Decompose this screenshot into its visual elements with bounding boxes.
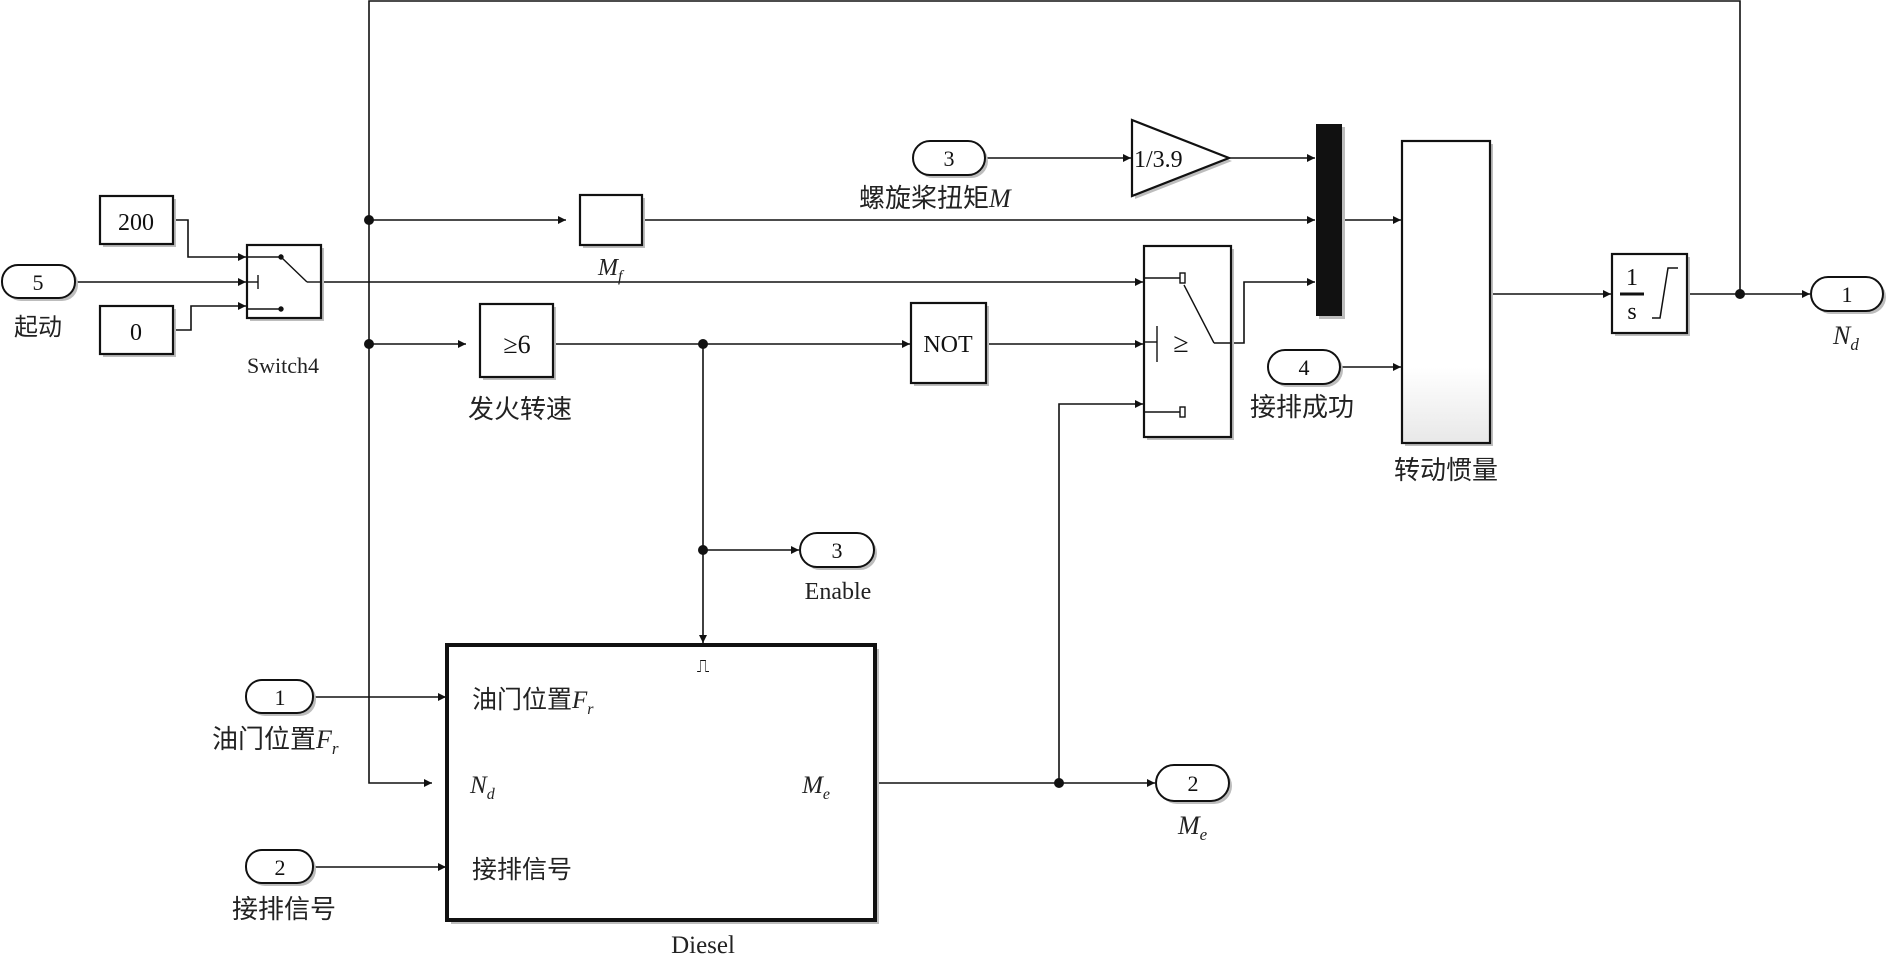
junction-dot: [364, 339, 374, 349]
mux-block[interactable]: [1316, 124, 1345, 319]
compare-label: 发火转速: [468, 395, 572, 424]
gain-block[interactable]: 1/3.9: [1130, 118, 1233, 199]
mf-block[interactable]: [578, 193, 645, 248]
diesel-subsystem[interactable]: ⎍ 油门位置Fr Nd 接排信号 Me: [445, 643, 879, 924]
switch-icon: [1144, 272, 1231, 418]
wire-midswitch-to-mux: [1231, 278, 1315, 344]
threshold-symbol: ≥: [1173, 328, 1188, 359]
diesel-output-torque: Me: [801, 772, 830, 803]
constant-block-0[interactable]: 0: [98, 304, 176, 357]
junction-dot: [698, 339, 708, 349]
outport-1[interactable]: 1: [1810, 276, 1886, 314]
inport-3-propeller-torque[interactable]: 3: [912, 140, 988, 178]
diesel-input-throttle: 油门位置Fr: [472, 686, 594, 718]
integrator-denominator: s: [1627, 299, 1636, 325]
port-number: 2: [275, 855, 286, 880]
wire-200-to-switch4: [173, 219, 246, 261]
constant-value: 0: [130, 320, 142, 346]
diesel-input-clutch: 接排信号: [472, 856, 572, 884]
compare-to-constant-block[interactable]: ≥6: [478, 302, 556, 380]
outport-1-label: Nd: [1832, 321, 1859, 354]
saturation-icon: [1652, 267, 1678, 319]
outport-2-label: Me: [1177, 811, 1208, 844]
integrator-block[interactable]: 1 s: [1610, 252, 1690, 336]
compare-text: ≥6: [503, 330, 530, 359]
not-text: NOT: [923, 332, 973, 358]
junction-dot: [364, 215, 374, 225]
wires: [75, 0, 1810, 871]
wire-feedback-loop: [368, 0, 1741, 787]
port-number: 5: [33, 270, 44, 295]
diesel-label: Diesel: [671, 932, 735, 959]
junction-dot: [1735, 289, 1745, 299]
integrator-numerator: 1: [1626, 265, 1638, 291]
inport-4-label: 接排成功: [1250, 393, 1354, 422]
port-number: 2: [1188, 771, 1199, 796]
diesel-input-speed: Nd: [469, 772, 496, 803]
outport-3-enable[interactable]: 3: [799, 532, 877, 570]
constant-block-200[interactable]: 200: [98, 194, 176, 247]
switch4-block[interactable]: [245, 243, 324, 321]
inport-4[interactable]: 4: [1267, 349, 1343, 387]
inport-5[interactable]: 5: [1, 264, 78, 301]
port-number: 3: [832, 538, 843, 563]
mf-label: Mf: [597, 255, 625, 285]
inport-2-label: 接排信号: [232, 895, 336, 924]
port-number: 1: [1842, 282, 1853, 307]
inport-2-clutch[interactable]: 2: [245, 849, 316, 886]
inport-3-label: 螺旋桨扭矩M: [859, 184, 1012, 213]
inertia-block[interactable]: [1400, 139, 1493, 446]
junction-dot: [698, 545, 708, 555]
switch-icon: [247, 254, 321, 312]
inertia-label: 转动惯量: [1394, 456, 1498, 485]
wire-0-to-switch4: [173, 302, 246, 331]
gain-text: 1/3.9: [1134, 147, 1183, 173]
port-number: 3: [944, 146, 955, 171]
junction-dots: [364, 215, 1745, 788]
switch4-label: Switch4: [247, 353, 319, 378]
not-block[interactable]: NOT: [909, 301, 989, 386]
constant-value: 200: [118, 210, 154, 236]
inport-1-throttle[interactable]: 1: [245, 679, 316, 716]
outport-2-me[interactable]: 2: [1155, 764, 1232, 804]
port-number: 1: [275, 685, 286, 710]
switch-mid-block[interactable]: ≥: [1142, 244, 1234, 440]
inport-1-label: 油门位置Fr: [212, 725, 339, 758]
enable-port-icon: ⎍: [697, 656, 710, 676]
wire-me-to-midswitch: [1058, 400, 1143, 783]
port-number: 4: [1299, 355, 1310, 380]
junction-dot: [1054, 778, 1064, 788]
outport-3-label: Enable: [805, 579, 872, 605]
inport-5-label: 起动: [14, 314, 62, 341]
